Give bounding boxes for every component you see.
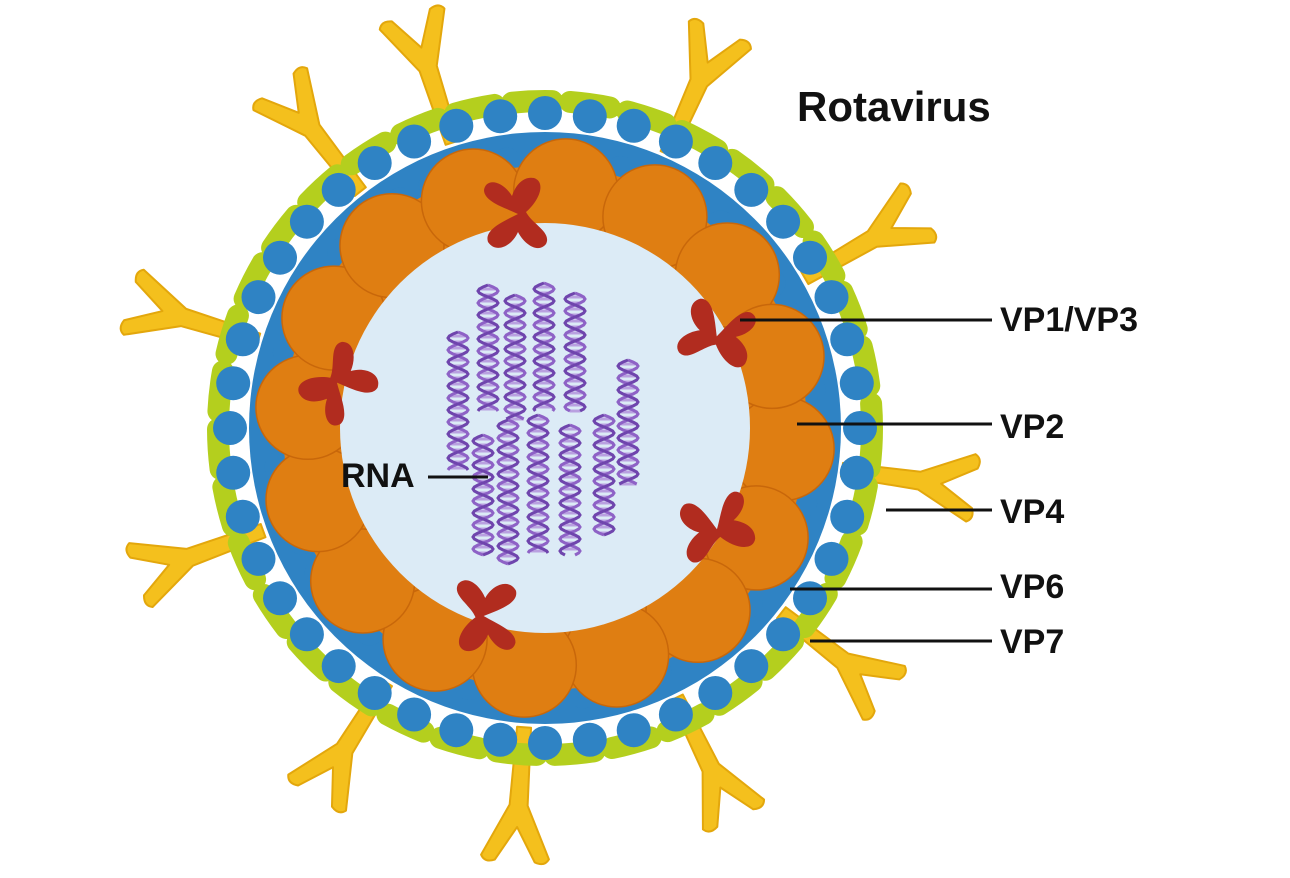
vp6-protein xyxy=(528,96,562,130)
vp6-protein xyxy=(698,146,733,180)
vp6-protein xyxy=(241,541,276,576)
vp6-protein xyxy=(766,204,801,239)
vp6-protein xyxy=(658,697,693,732)
vp6-protein xyxy=(572,99,607,134)
rna-helix xyxy=(496,418,520,566)
vp6-protein xyxy=(216,455,251,490)
vp6-protein xyxy=(321,649,356,684)
vp1-vp3-enzyme xyxy=(677,298,756,368)
vp6-protein xyxy=(843,411,877,445)
vp6-protein xyxy=(357,146,392,180)
rna-helix xyxy=(616,358,640,486)
vp6-protein xyxy=(483,99,518,134)
label-vp1-vp3: VP1/VP3 xyxy=(1000,301,1138,339)
vp6-protein xyxy=(616,713,651,748)
vp6-protein xyxy=(734,172,769,207)
vp1-vp3-enzyme xyxy=(298,341,379,426)
vp6-protein xyxy=(698,676,733,710)
rna-helix xyxy=(558,423,582,557)
vp6-protein xyxy=(658,124,693,159)
vp4-spike xyxy=(252,66,367,197)
rna-helix xyxy=(526,413,550,554)
vp6-protein xyxy=(572,722,607,757)
vp6-protein xyxy=(357,676,392,710)
vp6-protein xyxy=(734,649,769,684)
diagram-title: Rotavirus xyxy=(797,83,991,130)
rna-helix xyxy=(503,293,527,421)
vp6-protein xyxy=(397,697,432,732)
rna-helix xyxy=(563,291,587,413)
vp6-protein xyxy=(439,108,474,143)
label-vp7: VP7 xyxy=(1000,623,1064,661)
vp6-protein xyxy=(263,581,297,616)
vp6-protein xyxy=(793,240,827,275)
vp6-protein xyxy=(839,366,874,401)
rna-strands xyxy=(446,281,640,566)
label-vp2: VP2 xyxy=(1000,408,1064,446)
rna-helix xyxy=(532,281,556,412)
vp6-protein xyxy=(839,455,874,490)
rna-helix xyxy=(592,413,616,537)
vp6-protein xyxy=(241,280,276,315)
vp6-protein xyxy=(397,124,432,159)
core-interior xyxy=(340,223,750,633)
vp6-protein xyxy=(814,280,849,315)
vp1-vp3-enzymes xyxy=(298,177,756,652)
vp6-protein xyxy=(289,617,324,652)
vp6-protein xyxy=(321,172,356,207)
vp6-protein xyxy=(263,240,297,275)
vp6-protein xyxy=(830,322,865,357)
vp4-spike xyxy=(480,725,550,866)
vp1-vp3-enzyme xyxy=(456,580,517,652)
vp6-protein xyxy=(439,713,474,748)
vp6-protein xyxy=(766,617,801,652)
vp6-protein xyxy=(225,499,260,534)
vp6-protein xyxy=(213,411,247,445)
vp1-vp3-enzyme xyxy=(484,177,548,249)
vp1-vp3-enzyme xyxy=(680,491,756,563)
rna-helix xyxy=(476,283,500,412)
label-vp4: VP4 xyxy=(1000,493,1064,531)
rna-helix xyxy=(446,330,470,471)
vp6-protein xyxy=(793,581,827,616)
label-vp6: VP6 xyxy=(1000,568,1064,606)
vp6-protein xyxy=(225,322,260,357)
vp6-protein xyxy=(528,726,562,760)
vp6-protein xyxy=(216,366,251,401)
rna-helix xyxy=(471,433,495,557)
vp6-protein xyxy=(830,499,865,534)
vp6-protein xyxy=(483,722,518,757)
vp6-protein xyxy=(616,108,651,143)
label-leader-lines xyxy=(428,318,992,643)
vp6-protein xyxy=(814,541,849,576)
label-rna: RNA xyxy=(341,457,415,495)
vp6-protein xyxy=(289,204,324,239)
